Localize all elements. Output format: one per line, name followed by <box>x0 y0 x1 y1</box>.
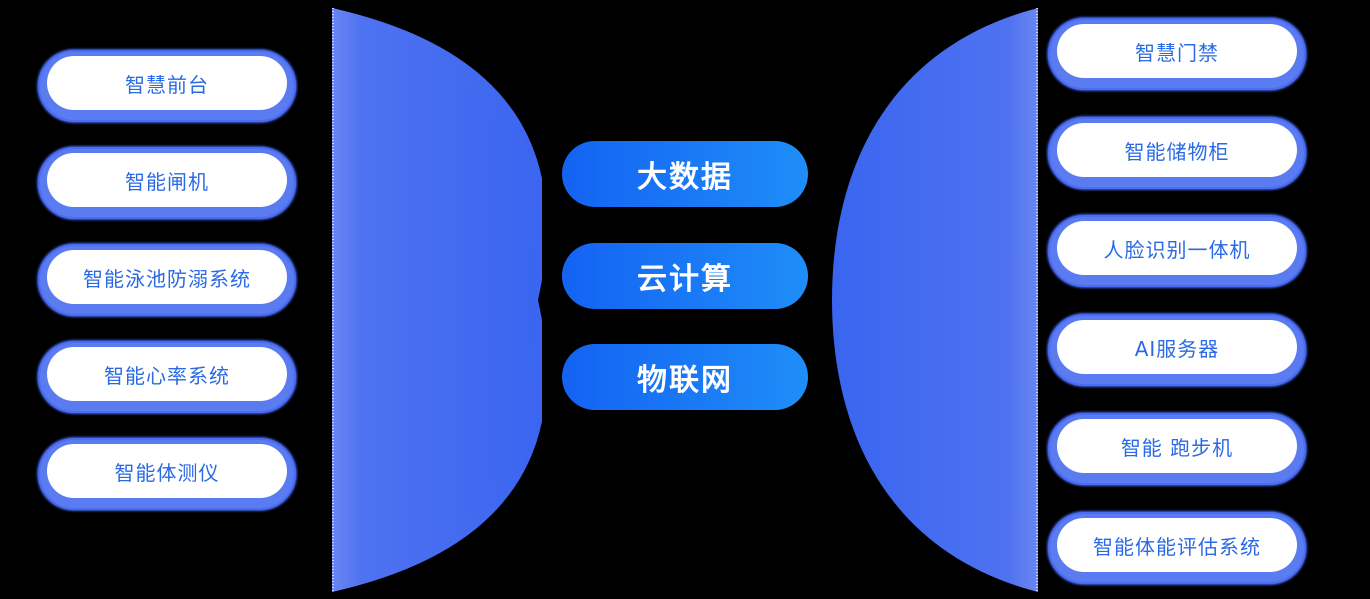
right-item-face-recognition-terminal[interactable]: 人脸识别一体机 <box>1048 215 1306 287</box>
left-arc-shape <box>330 6 542 594</box>
core-label: 云计算 <box>637 262 733 297</box>
left-item-smart-front-desk[interactable]: 智慧前台 <box>38 50 296 122</box>
core-item-cloud-computing[interactable]: 云计算 <box>562 243 808 309</box>
right-item-smart-access-control[interactable]: 智慧门禁 <box>1048 18 1306 90</box>
item-label: 智能储物柜 <box>1124 139 1230 164</box>
core-label: 物联网 <box>637 363 733 398</box>
item-label: 智能 跑步机 <box>1120 435 1234 460</box>
right-item-ai-server[interactable]: AI服务器 <box>1048 314 1306 386</box>
left-item-pool-drowning-prevention[interactable]: 智能泳池防溺系统 <box>38 244 296 316</box>
item-label: 智慧前台 <box>125 72 209 97</box>
item-label: 智慧门禁 <box>1135 40 1219 65</box>
right-item-smart-treadmill[interactable]: 智能 跑步机 <box>1048 413 1306 485</box>
item-label: 智能泳池防溺系统 <box>83 266 251 291</box>
left-item-heart-rate-system[interactable]: 智能心率系统 <box>38 341 296 413</box>
item-label: 智能体能评估系统 <box>1093 534 1261 559</box>
item-label: AI服务器 <box>1134 336 1220 361</box>
core-item-big-data[interactable]: 大数据 <box>562 141 808 207</box>
item-label: 智能闸机 <box>125 169 209 194</box>
right-item-smart-locker[interactable]: 智能储物柜 <box>1048 117 1306 189</box>
item-label: 智能心率系统 <box>104 363 230 388</box>
item-label: 智能体测仪 <box>114 460 220 485</box>
left-item-smart-gate[interactable]: 智能闸机 <box>38 147 296 219</box>
core-item-iot[interactable]: 物联网 <box>562 344 808 410</box>
right-arc-shape <box>828 6 1040 594</box>
left-item-body-test-device[interactable]: 智能体测仪 <box>38 438 296 510</box>
item-label: 人脸识别一体机 <box>1103 237 1251 262</box>
core-label: 大数据 <box>637 160 733 195</box>
right-item-fitness-assessment-system[interactable]: 智能体能评估系统 <box>1048 512 1306 584</box>
